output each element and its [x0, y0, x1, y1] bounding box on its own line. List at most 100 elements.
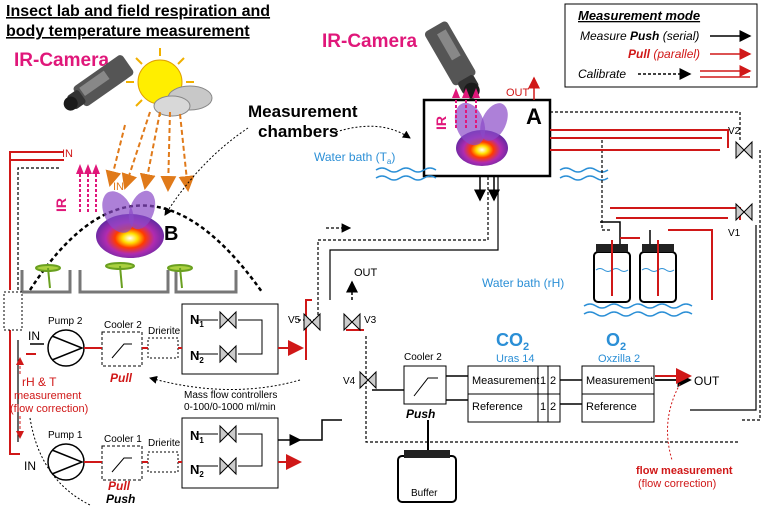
- title-line1: Insect lab and field respiration and: [6, 3, 270, 20]
- valve-v4[interactable]: [359, 370, 377, 390]
- chamber-b-tray: [20, 270, 238, 294]
- humidifier-bottles: [593, 240, 677, 303]
- title-line2: body temperature measurement: [6, 23, 250, 40]
- water-bath-ta-label: Water bath (Ta): [314, 150, 395, 166]
- leader-line-b: [164, 127, 249, 216]
- co2-reference: Reference: [472, 401, 523, 413]
- mfc-top-n2: N2: [190, 348, 204, 365]
- co2-n2-bot: 2: [550, 401, 556, 413]
- measurement-chambers-line2: chambers: [258, 122, 338, 141]
- mfc-bottom: [181, 417, 279, 489]
- buffer-label: Buffer: [411, 488, 438, 499]
- ir-rays-orange: [105, 111, 195, 192]
- valve-v5-label: V5: [288, 315, 301, 326]
- push-label-bottom: Push: [106, 492, 135, 506]
- in-label-pump1: IN: [24, 459, 36, 473]
- water-waves-a: [375, 167, 609, 181]
- legend-pull: Pull (parallel): [628, 47, 700, 61]
- ir-arrows-left: IR: [53, 164, 100, 212]
- legend-title: Measurement mode: [578, 8, 700, 23]
- rh-t-line2: measurement: [14, 390, 81, 402]
- o2-analyzer: [581, 365, 655, 423]
- o2-label: O2: [606, 330, 626, 353]
- chamber-a: [422, 98, 552, 178]
- out-label-o2: OUT: [694, 374, 720, 388]
- chamber-b-dome: [28, 204, 264, 293]
- mfc-top-n1: N1: [190, 312, 204, 329]
- pump-2: [47, 329, 85, 367]
- valve-v1[interactable]: [735, 202, 753, 222]
- legend-calibrate: Calibrate: [578, 67, 626, 81]
- cooler-1-bottom: [101, 445, 143, 481]
- leader-line-a: [335, 125, 411, 139]
- co2-analyzer: [467, 365, 561, 423]
- legend-box: Measurement mode Measure Push (serial) P…: [564, 3, 758, 88]
- drierite-bottom: [147, 451, 179, 473]
- measurement-chambers-line1: Measurement: [248, 102, 358, 121]
- ir-camera-icon-right: [424, 21, 480, 99]
- out-label-v3: OUT: [354, 267, 378, 279]
- ir-camera-label-right: IR-Camera: [322, 31, 417, 52]
- valve-v4-label: V4: [343, 376, 356, 387]
- mass-flow-line2: 0-100/0-1000 ml/min: [184, 402, 276, 413]
- valve-v5[interactable]: [303, 312, 321, 332]
- valve-v1-label: V1: [728, 228, 741, 239]
- ir-camera-label-left: IR-Camera: [14, 50, 109, 71]
- co2-measurement: Measurement: [472, 375, 539, 387]
- pull-arrow-dotted: [149, 375, 301, 391]
- cooler-2-label: Cooler 2: [404, 352, 442, 363]
- mass-flow-line1: Mass flow controllers: [184, 390, 277, 401]
- cloud-icon: [153, 85, 213, 117]
- water-waves-rh: [583, 303, 693, 317]
- in-label-pump2: IN: [28, 329, 40, 343]
- rh-t-line3: (flow correction): [10, 403, 88, 415]
- valve-v2-label: V2: [728, 126, 741, 137]
- rh-t-line1: rH & T: [22, 375, 57, 389]
- o2-device: Oxzilla 2: [598, 353, 640, 365]
- ir-arrows-right: [452, 88, 480, 128]
- chamber-a-label: A: [526, 104, 542, 129]
- pump-2-label: Pump 2: [48, 316, 83, 327]
- in-label-orange: IN: [113, 181, 124, 193]
- legend-measure-push: Measure Push (serial): [580, 29, 699, 43]
- ir-camera-icon-left: [63, 55, 134, 111]
- co2-n2-top: 2: [550, 375, 556, 387]
- sensor-rh-t: [3, 291, 23, 331]
- drierite-top: [147, 337, 179, 359]
- mfc-top: [181, 303, 279, 375]
- flow-lines: [84, 176, 740, 470]
- cooler-1-top-label: Cooler 2: [104, 320, 142, 331]
- cooler-1-bottom-label: Cooler 1: [104, 434, 142, 445]
- mfc-bottom-n1: N1: [190, 428, 204, 445]
- mfc-bottom-n2: N2: [190, 462, 204, 479]
- co2-device: Uras 14: [496, 353, 535, 365]
- pull-label-top: Pull: [110, 371, 133, 385]
- chamber-b-label: B: [164, 223, 178, 245]
- plants: [35, 262, 193, 289]
- flow-measurement-arrow: [667, 383, 681, 461]
- flow-measurement-line2: (flow correction): [638, 478, 716, 490]
- cooler-2: [403, 365, 447, 405]
- water-bath-rh-label: Water bath (rH): [482, 276, 564, 290]
- pull-label-bottom: Pull: [108, 479, 131, 493]
- flow-correction-arrow: [29, 417, 91, 506]
- drierite-top-label: Drierite: [148, 326, 181, 337]
- co2-label: CO2: [496, 330, 529, 353]
- valve-v3[interactable]: [343, 312, 361, 332]
- out-label-a: OUT: [506, 87, 530, 99]
- valve-v2[interactable]: [735, 140, 753, 160]
- push-label-cooler2: Push: [406, 407, 435, 421]
- drierite-bottom-label: Drierite: [148, 438, 181, 449]
- o2-reference: Reference: [586, 401, 637, 413]
- in-label-top: IN: [62, 148, 73, 160]
- pump-1-label: Pump 1: [48, 430, 83, 441]
- cooler-1-top: [101, 331, 143, 367]
- co2-n1-bot: 1: [540, 401, 546, 413]
- o2-measurement: Measurement: [586, 375, 653, 387]
- co2-n1-top: 1: [540, 375, 546, 387]
- valve-v3-label: V3: [364, 315, 377, 326]
- ir-label-right: IR: [433, 116, 449, 130]
- bee-thermal-image-b: [96, 190, 164, 258]
- flow-measurement-line1: flow measurement: [636, 465, 733, 477]
- ir-label-left: IR: [53, 198, 69, 212]
